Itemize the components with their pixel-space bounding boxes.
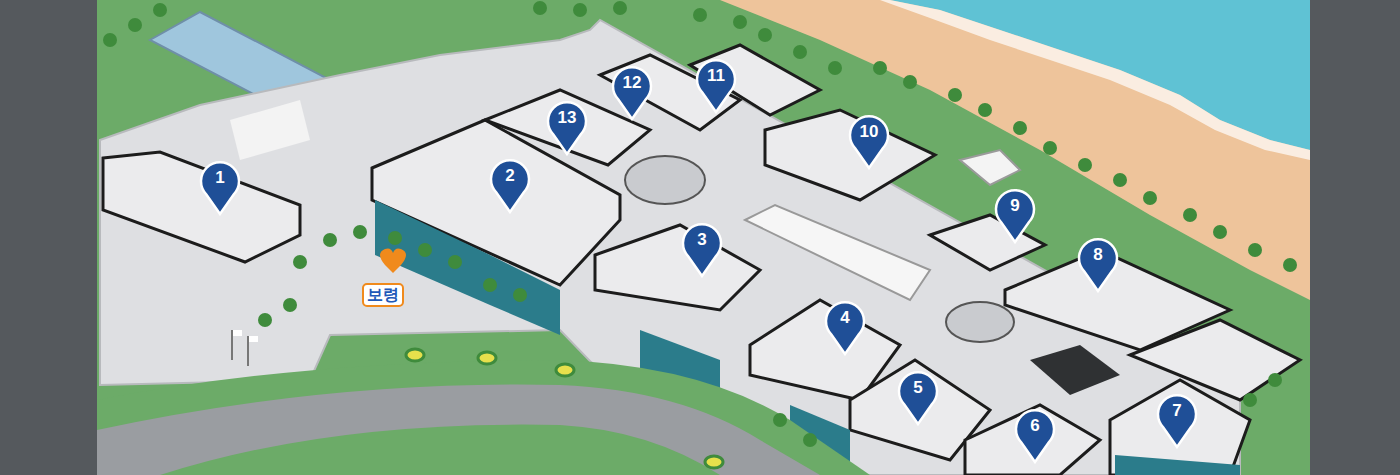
location-pin: 5 <box>896 368 940 426</box>
callout-number: 4 <box>823 308 867 328</box>
callout-number: 11 <box>694 66 738 86</box>
location-pin: 6 <box>1013 406 1057 464</box>
location-pin: 12 <box>610 63 654 121</box>
callout-number: 8 <box>1076 245 1120 265</box>
city-logo: 보령 <box>362 283 404 307</box>
location-pin: 3 <box>680 220 724 278</box>
location-pin: 4 <box>823 298 867 356</box>
callout-number: 5 <box>896 378 940 398</box>
callout-number: 10 <box>847 122 891 142</box>
callout-number: 12 <box>610 73 654 93</box>
callout-number: 2 <box>488 166 532 186</box>
callout-number: 7 <box>1155 401 1199 421</box>
location-pin: 13 <box>545 98 589 156</box>
location-pin: 7 <box>1155 391 1199 449</box>
callout-number: 9 <box>993 196 1037 216</box>
location-pin: 1 <box>198 158 242 216</box>
callout-number: 3 <box>680 230 724 250</box>
location-pin: 2 <box>488 156 532 214</box>
callout-number: 13 <box>545 108 589 128</box>
callout-number: 1 <box>198 168 242 188</box>
callout-number: 6 <box>1013 416 1057 436</box>
location-pin: 11 <box>694 56 738 114</box>
location-pin: 9 <box>993 186 1037 244</box>
location-pin: 8 <box>1076 235 1120 293</box>
location-pin: 10 <box>847 112 891 170</box>
